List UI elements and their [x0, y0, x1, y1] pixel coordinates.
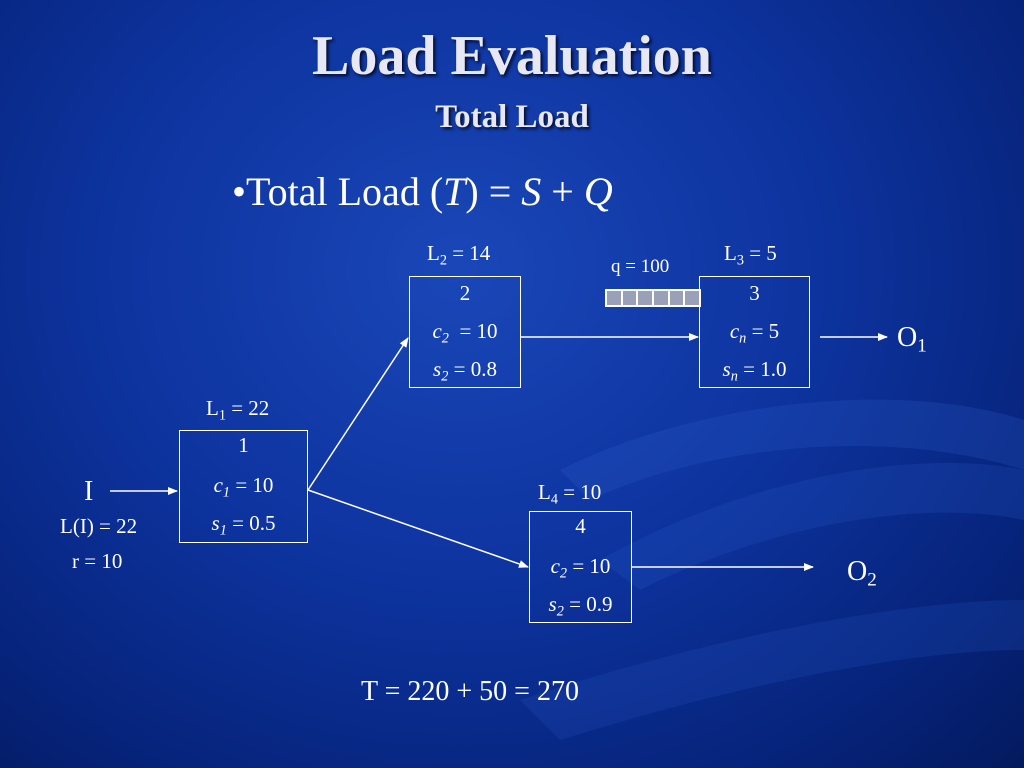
output-1-label: O1: [897, 322, 927, 357]
node-3-box: 3 cn = 5 sn = 1.0: [699, 276, 810, 388]
node-4-c: c2 = 10: [550, 554, 611, 582]
output-2-label: O2: [847, 556, 877, 591]
node-3-id: 3: [749, 281, 760, 305]
queue-cell: [607, 291, 621, 305]
node-1-s: s1 = 0.5: [211, 511, 276, 539]
page-title: Load Evaluation: [312, 25, 712, 87]
node-4-s: s2 = 0.9: [548, 592, 613, 620]
node-4-load: L4 = 10: [538, 480, 602, 508]
node-3-s: sn = 1.0: [722, 357, 787, 385]
arrow-node-1-to-node-2: [307, 337, 409, 491]
queue-buffer: [605, 289, 701, 307]
input-load: L(I) = 22: [60, 514, 138, 538]
node-4-id: 4: [575, 514, 586, 538]
node-2-box: 2 c2 = 10 s2 = 0.8: [409, 276, 521, 388]
node-2-load: L2 = 14: [427, 241, 491, 269]
queue-cell: [622, 291, 637, 305]
node-4-box: 4 c2 = 10 s2 = 0.9: [529, 511, 632, 623]
node-2-id: 2: [459, 281, 471, 305]
node-1-load: L1 = 22: [206, 396, 270, 424]
queue-cell: [669, 291, 684, 305]
formula-bullet: •Total Load (T) = S + Q: [232, 169, 613, 214]
queue-cell: [638, 291, 653, 305]
node-3-load: L3 = 5: [724, 241, 777, 269]
queue-cell: [654, 291, 668, 305]
total-equation: T = 220 + 50 = 270: [361, 676, 579, 707]
node-3-c: cn = 5: [729, 319, 780, 347]
node-1-id: 1: [238, 433, 249, 457]
node-1-c: c1 = 10: [213, 473, 274, 501]
node-2-c: c2 = 10: [432, 319, 498, 347]
queue-label: q = 100: [611, 256, 670, 277]
queue-cell: [685, 291, 700, 305]
input-label: I: [84, 476, 94, 507]
arrow-node-1-to-node-4: [307, 489, 529, 568]
input-rate: r = 10: [72, 549, 123, 573]
node-1-box: 1 c1 = 10 s1 = 0.5: [179, 430, 308, 543]
page-subtitle: Total Load: [435, 99, 589, 135]
node-2-s: s2 = 0.8: [433, 357, 497, 385]
